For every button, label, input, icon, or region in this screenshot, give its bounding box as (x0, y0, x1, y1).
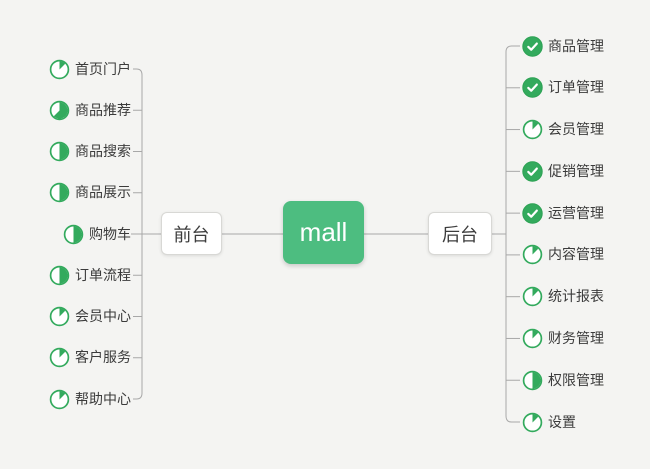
branch-label: 前台 (173, 224, 210, 245)
progress-pie-icon (522, 412, 543, 432)
topic-right-0[interactable]: 商品管理 (522, 34, 604, 58)
topic-label: 设置 (548, 413, 576, 430)
check-icon (522, 161, 543, 182)
topic-left-6[interactable]: 会员中心 (49, 305, 131, 329)
branch-node-backend[interactable]: 后台 (428, 212, 492, 255)
topic-right-8[interactable]: 权限管理 (522, 368, 604, 392)
progress-pie-icon (49, 100, 70, 120)
topic-label: 客户服务 (75, 349, 131, 366)
topic-label: 订单流程 (75, 266, 131, 283)
topic-label: 财务管理 (548, 329, 604, 346)
check-icon (522, 35, 543, 57)
topic-right-7[interactable]: 财务管理 (522, 326, 604, 350)
topic-label: 内容管理 (548, 246, 604, 263)
topic-right-9[interactable]: 设置 (522, 410, 576, 434)
topic-label: 会员中心 (75, 308, 131, 324)
topic-label: 订单管理 (548, 79, 604, 96)
topic-right-2[interactable]: 会员管理 (522, 118, 604, 142)
topic-label: 商品管理 (548, 37, 604, 54)
branch-node-frontend[interactable]: 前台 (161, 212, 222, 255)
topic-label: 首页门户 (75, 60, 131, 77)
progress-pie-icon (522, 245, 543, 265)
progress-pie-icon (49, 265, 70, 285)
topic-right-5[interactable]: 内容管理 (522, 243, 604, 267)
root-label: mall (299, 217, 348, 247)
topic-left-7[interactable]: 客户服务 (49, 346, 131, 370)
topic-left-0[interactable]: 首页门户 (49, 57, 131, 81)
topic-left-4[interactable]: 购物车 (63, 222, 131, 246)
topic-right-1[interactable]: 订单管理 (522, 76, 604, 100)
topic-left-3[interactable]: 商品展示 (49, 181, 131, 205)
branch-label: 后台 (442, 224, 478, 245)
progress-pie-icon (63, 224, 84, 244)
topic-label: 帮助中心 (75, 390, 131, 407)
topic-right-6[interactable]: 统计报表 (522, 285, 604, 309)
topic-label: 商品推荐 (75, 101, 131, 118)
topic-left-1[interactable]: 商品推荐 (49, 98, 131, 122)
topic-left-5[interactable]: 订单流程 (49, 263, 131, 287)
root-node[interactable]: mall (283, 201, 364, 264)
progress-pie-icon (522, 370, 543, 390)
progress-pie-icon (522, 328, 543, 349)
check-icon (522, 202, 543, 224)
topic-label: 会员管理 (548, 121, 604, 138)
check-icon (522, 77, 543, 98)
topic-label: 运营管理 (548, 204, 604, 221)
topic-label: 商品展示 (75, 184, 131, 201)
topic-label: 权限管理 (548, 371, 604, 388)
topic-right-4[interactable]: 运营管理 (522, 201, 604, 225)
progress-pie-icon (49, 348, 70, 368)
topic-label: 购物车 (89, 225, 131, 242)
progress-pie-icon (522, 286, 543, 307)
progress-pie-icon (49, 389, 70, 409)
progress-pie-icon (49, 141, 70, 162)
progress-pie-icon (49, 183, 70, 203)
topic-left-8[interactable]: 帮助中心 (49, 387, 131, 411)
topic-left-2[interactable]: 商品搜索 (49, 140, 131, 164)
topic-right-3[interactable]: 促销管理 (522, 159, 604, 183)
progress-pie-icon (49, 59, 70, 79)
progress-pie-icon (522, 119, 543, 140)
topic-label: 商品搜索 (75, 143, 131, 159)
progress-pie-icon (49, 306, 70, 327)
topic-label: 统计报表 (548, 288, 604, 305)
topic-label: 促销管理 (548, 162, 604, 179)
